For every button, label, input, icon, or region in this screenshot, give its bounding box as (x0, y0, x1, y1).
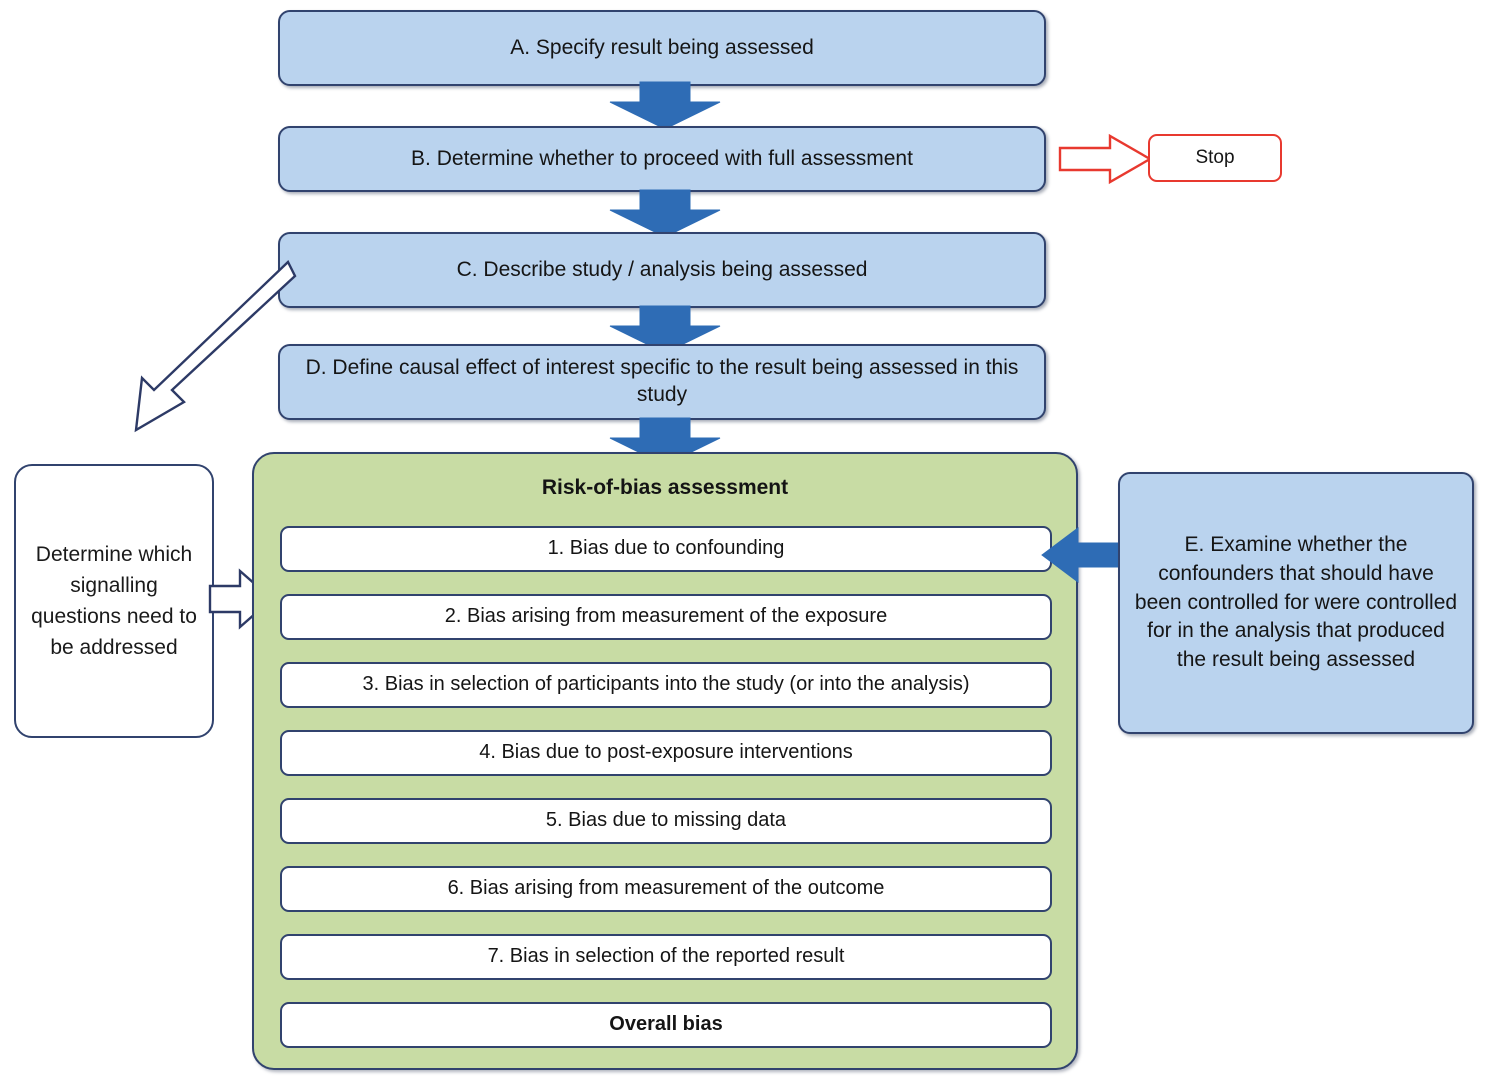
step-box-c[interactable]: C. Describe study / analysis being asses… (278, 232, 1046, 308)
step-box-e[interactable]: E. Examine whether the confounders that … (1118, 472, 1474, 734)
step-box-c-label: C. Describe study / analysis being asses… (456, 257, 868, 281)
bias-domain-4[interactable]: 4. Bias due to post-exposure interventio… (280, 730, 1052, 776)
stop-arrow-icon (1058, 133, 1153, 185)
step-box-a[interactable]: A. Specify result being assessed (278, 10, 1046, 86)
bias-domain-3-label: 3. Bias in selection of participants int… (362, 673, 970, 696)
down-arrow-d-to-assessment (609, 417, 721, 466)
bias-domain-1-label: 1. Bias due to confounding (547, 537, 785, 560)
bias-domain-3[interactable]: 3. Bias in selection of participants int… (280, 662, 1052, 708)
diagonal-arrow-c-to-signalling-note (134, 260, 297, 433)
bias-domain-6[interactable]: 6. Bias arising from measurement of the … (280, 866, 1052, 912)
stop-box-label: Stop (1195, 146, 1235, 168)
step-box-e-label: E. Examine whether the confounders that … (1134, 532, 1458, 672)
bias-domain-1[interactable]: 1. Bias due to confounding (280, 526, 1052, 572)
signalling-questions-note[interactable]: Determine which signalling questions nee… (14, 464, 214, 738)
step-box-b-label: B. Determine whether to proceed with ful… (411, 146, 913, 170)
bias-domain-2[interactable]: 2. Bias arising from measurement of the … (280, 594, 1052, 640)
bias-domain-2-label: 2. Bias arising from measurement of the … (444, 605, 888, 628)
step-box-d-label: D. Define causal effect of interest spec… (305, 356, 1019, 406)
risk-of-bias-panel: Risk-of-bias assessment 1. Bias due to c… (252, 452, 1078, 1070)
down-arrow-b-to-c (609, 189, 721, 238)
down-arrow-a-to-b (609, 81, 721, 130)
signalling-questions-note-label: Determine which signalling questions nee… (31, 542, 197, 660)
bias-domain-7-label: 7. Bias in selection of the reported res… (487, 945, 845, 968)
step-box-b[interactable]: B. Determine whether to proceed with ful… (278, 126, 1046, 192)
down-arrow-c-to-d (609, 305, 721, 354)
overall-bias-row[interactable]: Overall bias (280, 1002, 1052, 1048)
step-box-a-label: A. Specify result being assessed (510, 35, 814, 59)
bias-domain-5[interactable]: 5. Bias due to missing data (280, 798, 1052, 844)
stop-box[interactable]: Stop (1148, 134, 1282, 182)
bias-domain-4-label: 4. Bias due to post-exposure interventio… (479, 741, 853, 764)
bias-domain-5-label: 5. Bias due to missing data (545, 809, 787, 832)
bias-domain-7[interactable]: 7. Bias in selection of the reported res… (280, 934, 1052, 980)
step-box-d[interactable]: D. Define causal effect of interest spec… (278, 344, 1046, 420)
overall-bias-label: Overall bias (609, 1013, 723, 1036)
bias-domain-6-label: 6. Bias arising from measurement of the … (447, 877, 885, 900)
risk-of-bias-panel-title: Risk-of-bias assessment (541, 476, 789, 499)
